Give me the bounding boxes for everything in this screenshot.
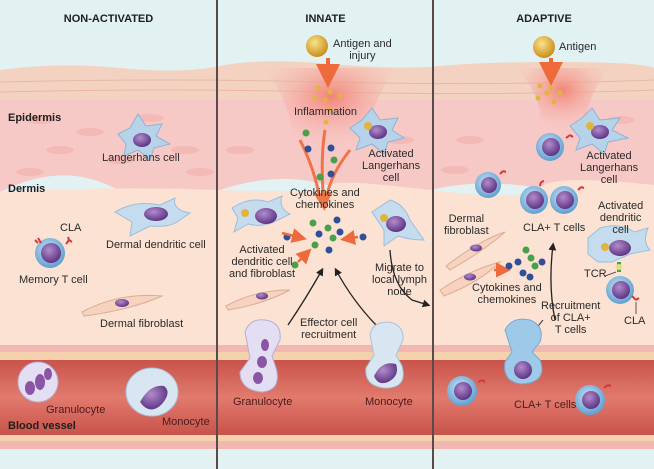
label-tcr: TCR: [584, 268, 607, 280]
layer-label-epidermis: Epidermis: [8, 112, 62, 124]
panel-title-non-activated: NON-ACTIVATED: [63, 13, 154, 25]
effector-recruitment-arrows: [287, 249, 431, 326]
label-monocyte: Monocyte: [162, 416, 210, 428]
panel-title-adaptive: ADAPTIVE: [516, 13, 572, 25]
antigen-particles-adaptive: [535, 83, 563, 105]
panel-title-innate: INNATE: [305, 13, 346, 25]
cytokine-arrows-innate: [281, 228, 359, 265]
dermal-fibroblast: [81, 294, 164, 317]
layer-label-dermis: Dermis: [8, 183, 46, 195]
cla-t-cells-blood: [447, 376, 612, 415]
cla-t-cells-dermis: [475, 170, 585, 214]
granulocyte: [17, 361, 59, 403]
activated-langerhans-cell-adaptive: [569, 107, 630, 155]
label-antigen-adaptive: Antigen: [559, 41, 597, 53]
antigen-innate: [306, 35, 328, 57]
activated-langerhans-cell-innate: [349, 107, 406, 155]
label-granulocyte: Granulocyte: [46, 404, 106, 416]
fibroblasts-adaptive: [439, 231, 506, 297]
antigen-adaptive: [533, 36, 555, 58]
label-cla: CLA: [60, 222, 82, 234]
label-dermal-fibroblast-adaptive: Dermal fibroblast: [444, 213, 489, 237]
label-granulocyte-innate: Granulocyte: [233, 396, 293, 408]
activated-dendritic-cell-adaptive: [587, 225, 652, 272]
activated-dendritic-cell-innate: [231, 195, 292, 234]
antigen-particles-innate: [312, 85, 343, 125]
label-cla-adaptive: CLA: [624, 315, 646, 327]
label-dermal-dendritic-cell: Dermal dendritic cell: [106, 239, 206, 251]
vessel-wall-bottom: [0, 441, 654, 449]
fibroblast-innate: [225, 289, 291, 311]
label-cla-t-cells-blood: CLA+ T cells: [514, 399, 577, 411]
cytokine-cluster-innate: [283, 129, 367, 269]
label-activated-dendritic-innate: Activated dendritic cell and fibroblast: [229, 244, 296, 280]
granulocyte-extravasating: [239, 319, 281, 393]
t-cell-tcr-bound: [604, 271, 640, 314]
label-migrate-to-lymph-node: Migrate to local lymph node: [372, 262, 428, 298]
label-effector-recruitment: Effector cell recruitment: [300, 317, 358, 341]
label-memory-t-cell: Memory T cell: [19, 274, 88, 286]
t-cell-extravasating: [504, 318, 543, 385]
label-cla-t-cells: CLA+ T cells: [523, 222, 586, 234]
monocyte-extravasating: [365, 321, 404, 389]
label-monocyte-innate: Monocyte: [365, 396, 413, 408]
label-cytokines-adaptive: Cytokines and chemokines: [472, 282, 542, 306]
label-activated-langerhans-adaptive: Activated Langerhans cell: [580, 150, 639, 186]
dermal-dendritic-cell: [114, 197, 192, 237]
label-activated-dendritic-adaptive: Activated dendritic cell: [598, 200, 644, 236]
cytokine-cluster-adaptive: [505, 246, 546, 281]
label-recruitment-cla-t-cells: Recruitment of CLA+ T cells: [541, 300, 601, 336]
t-cell-epidermis-adaptive: [536, 133, 574, 161]
label-langerhans-cell: Langerhans cell: [102, 152, 180, 164]
langerhans-cell: [117, 113, 172, 161]
monocyte: [125, 367, 179, 417]
vessel-lumen: [0, 360, 654, 435]
label-cytokines-innate: Cytokines and chemokines: [290, 187, 360, 211]
label-inflammation: Inflammation: [294, 106, 357, 118]
label-activated-langerhans-innate: Activated Langerhans cell: [362, 148, 421, 184]
migrating-dendritic-cell: [371, 199, 425, 247]
layer-label-blood-vessel: Blood vessel: [8, 420, 76, 432]
label-antigen-and-injury: Antigen and injury: [333, 38, 392, 62]
recruitment-arrow-adaptive: [548, 242, 557, 321]
memory-t-cell: [34, 236, 73, 268]
label-dermal-fibroblast: Dermal fibroblast: [100, 318, 184, 330]
